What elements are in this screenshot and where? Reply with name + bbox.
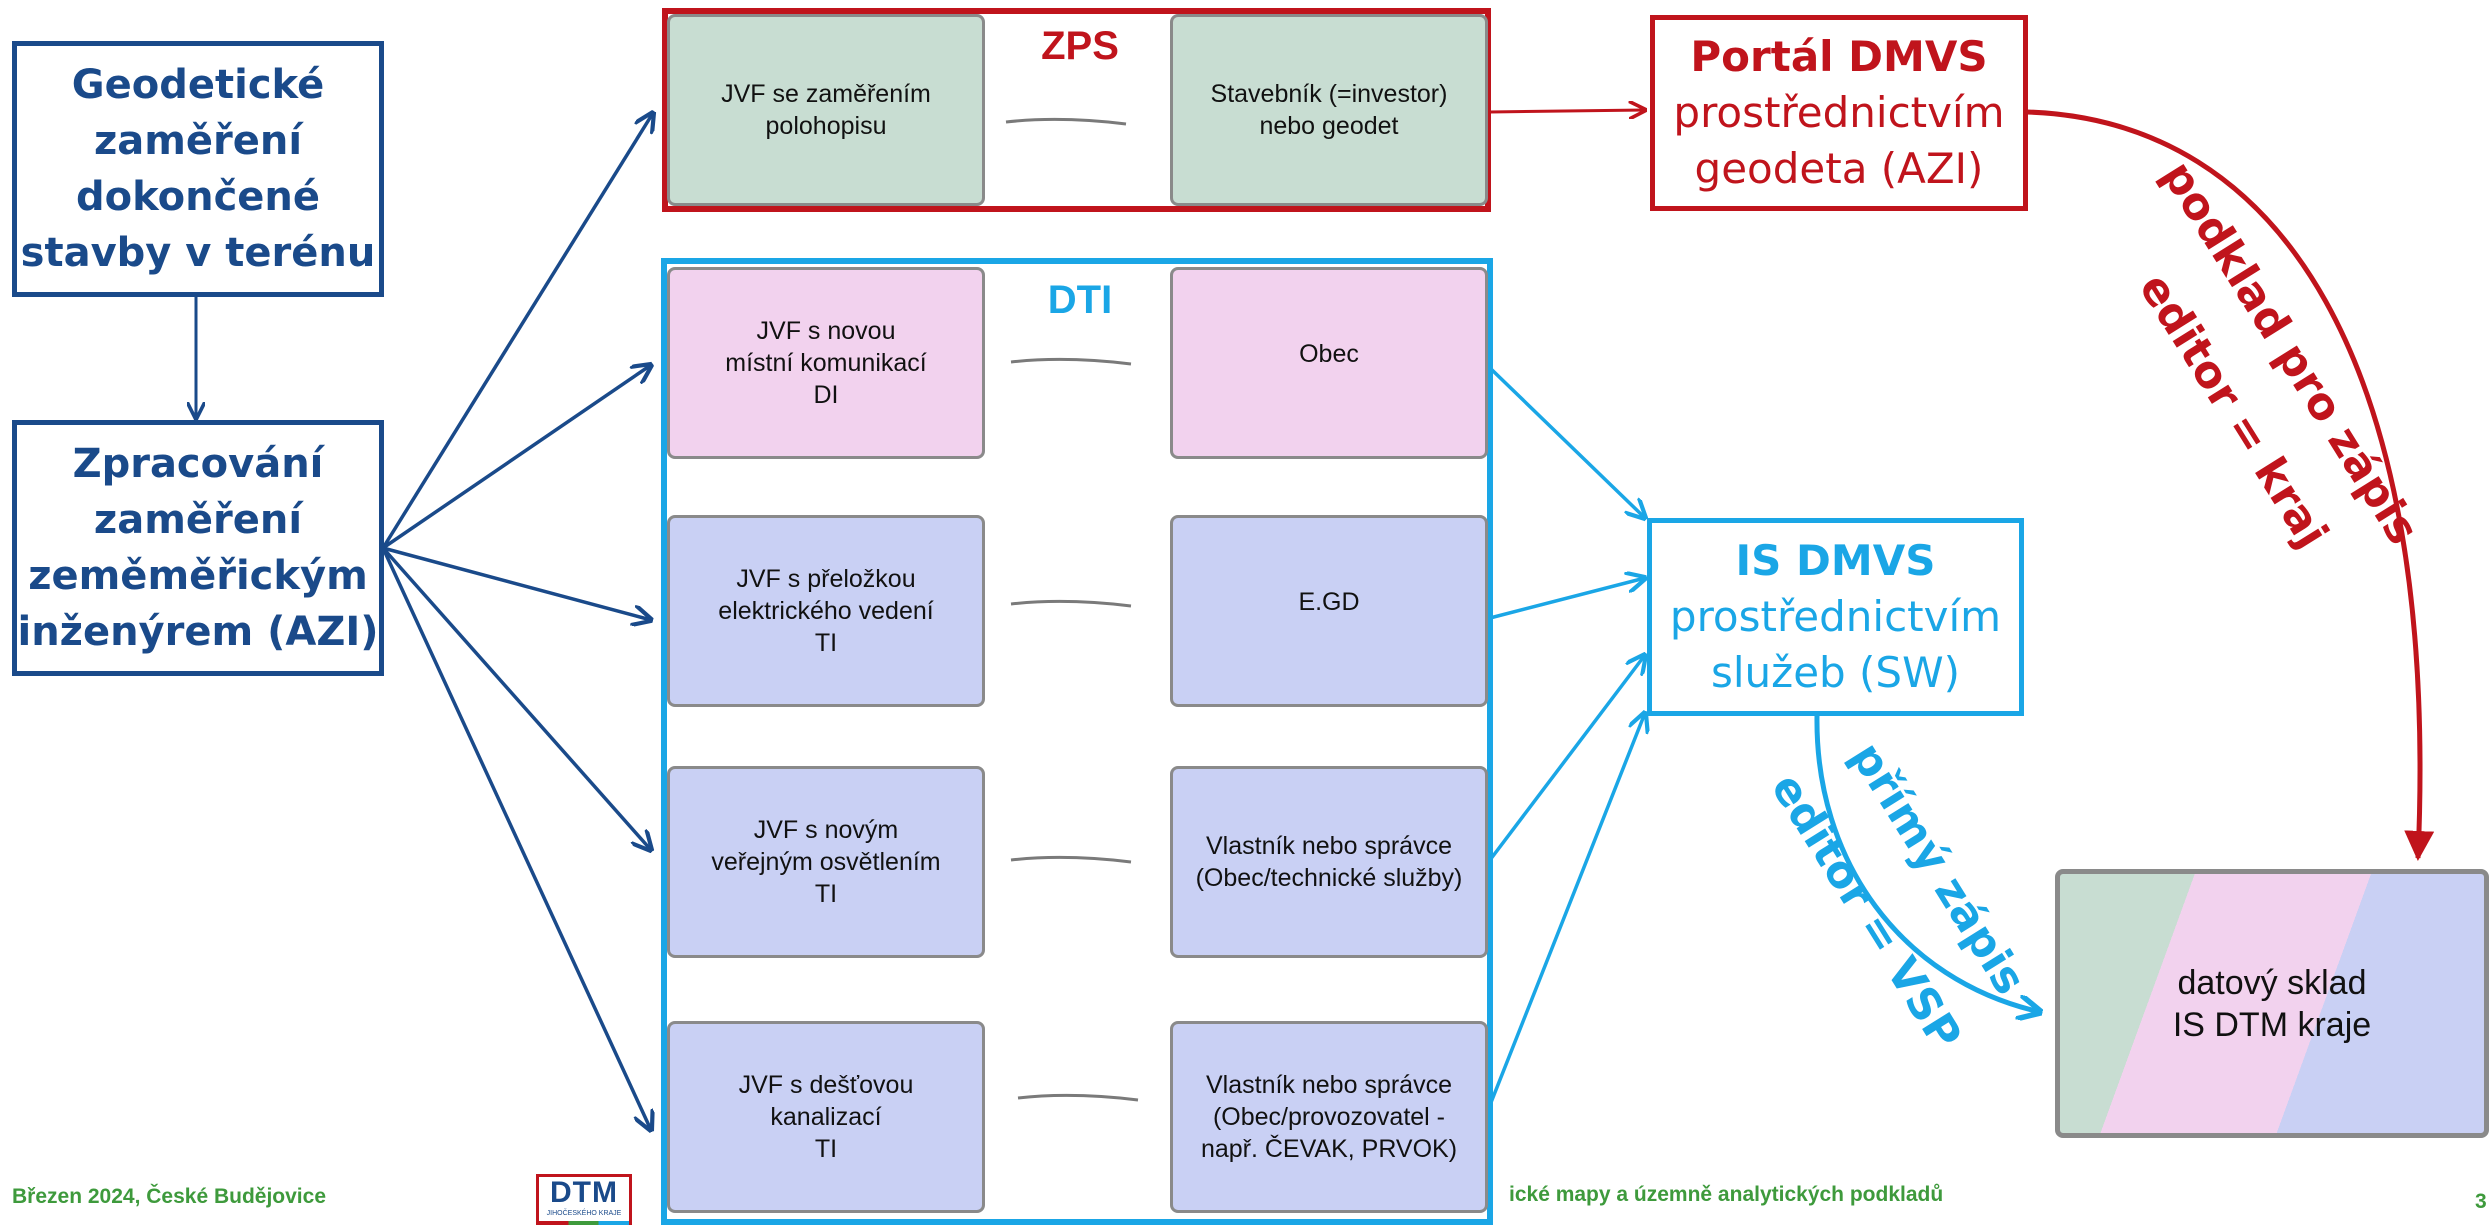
survey-box: Geodetické zaměření dokončené stavby v t… <box>12 41 384 297</box>
footer-center-text: ické mapy a územně analytických podkladů <box>1509 1183 1944 1206</box>
zps-title: ZPS <box>1041 24 1119 68</box>
arrow-row-4-to-is-dmvs <box>1488 713 1645 1106</box>
dti-title: DTI <box>1047 278 1113 322</box>
zps-left-cell: JVF se zaměřením polohopisu <box>667 14 985 206</box>
arrow-to-zps <box>381 113 653 549</box>
connector-dti-row-4 <box>1017 1093 1139 1102</box>
portal-dmvs-line-2: prostřednictvím <box>1673 88 2005 137</box>
processing-box: Zpracování zaměření zeměměřickým inženýr… <box>12 420 384 676</box>
storage-label: datový sklad IS DTM kraje <box>2172 963 2372 1044</box>
arrow-to-dti-row-4 <box>381 547 651 1130</box>
is-dmvs-title: IS DMVS <box>1735 536 1936 585</box>
connector-zps <box>1005 117 1127 126</box>
arrow-row-1-to-is-dmvs <box>1488 366 1645 518</box>
dti-row-2-left-cell: JVF s přeložkou elektrického vedení TI <box>667 515 985 707</box>
is-dmvs-line-2: prostřednictvím <box>1669 592 2002 641</box>
footer-date-location: Březen 2024, České Budějovice <box>12 1185 326 1208</box>
zps-frame <box>662 8 1491 212</box>
connector-dti-row-3 <box>1010 855 1132 864</box>
dti-row-3-right-cell: Vlastník nebo správce (Obec/technické sl… <box>1170 766 1488 958</box>
arrow-portal-to-storage <box>2026 109 2435 861</box>
dtm-logo-stripe <box>539 1221 629 1225</box>
fan-out-arrows <box>381 113 653 1130</box>
is-dmvs-box: IS DMVS prostřednictvím služeb (SW) <box>1647 518 2024 716</box>
dti-row-3-left-cell: JVF s novým veřejným osvětlením TI <box>667 766 985 958</box>
connector-dti-row-2 <box>1010 599 1132 608</box>
portal-dmvs-line-3: geodeta (AZI) <box>1694 144 1984 193</box>
arrow-to-dti-row-2 <box>382 546 651 620</box>
storage-box: datový sklad IS DTM kraje <box>2055 869 2489 1138</box>
arrow-to-dti-row-3 <box>381 546 651 850</box>
zps-right-cell: Stavebník (=investor) nebo geodet <box>1170 14 1488 206</box>
arrow-row-3-to-is-dmvs <box>1488 655 1645 862</box>
arrow-row-2-to-is-dmvs <box>1489 578 1645 620</box>
footer-page-number: 3 <box>2475 1190 2487 1213</box>
arrow-to-dti-row-1 <box>382 365 651 550</box>
is-dmvs-line-3: služeb (SW) <box>1710 648 1961 697</box>
dtm-logo-text: DTM <box>550 1176 618 1209</box>
portal-dmvs-box: Portál DMVS prostřednictvím geodeta (AZI… <box>1650 15 2028 211</box>
dti-to-is-dmvs-arrows <box>1488 366 1645 1106</box>
dti-row-1-right-cell: Obec <box>1170 267 1488 459</box>
dti-row-4-right-cell: Vlastník nebo správce (Obec/provozovatel… <box>1170 1021 1488 1213</box>
arrow-zps-to-portal <box>1489 110 1645 112</box>
connector-dti-row-1 <box>1010 357 1132 366</box>
dti-row-4-left-cell: JVF s dešťovou kanalizací TI <box>667 1021 985 1213</box>
portal-dmvs-title: Portál DMVS <box>1690 32 1988 81</box>
dti-frame <box>661 258 1493 1225</box>
dtm-logo-subtitle: JIHOČESKÉHO KRAJE <box>546 1210 622 1217</box>
dti-row-2-right-cell: E.GD <box>1170 515 1488 707</box>
dti-row-1-left-cell: JVF s novou místní komunikací DI <box>667 267 985 459</box>
arrow-is-dmvs-to-storage <box>1814 715 2040 1012</box>
dtm-logo: DTM JIHOČESKÉHO KRAJE <box>536 1174 632 1225</box>
cell-connectors <box>1005 117 1139 1102</box>
